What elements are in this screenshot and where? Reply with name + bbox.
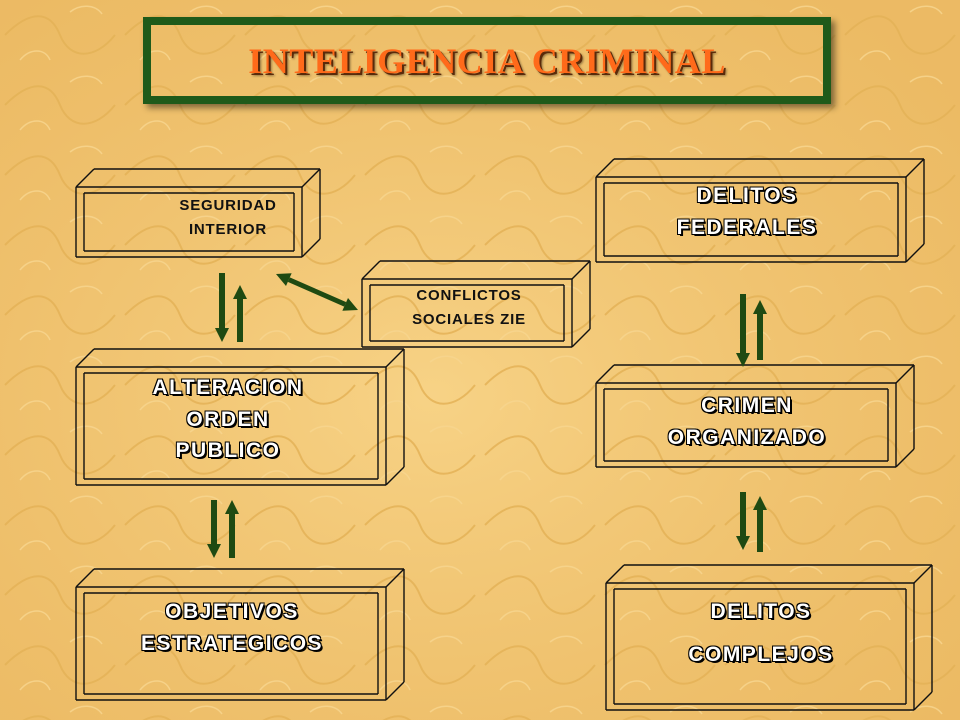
node-label-line: INTERIOR <box>188 221 268 238</box>
node-seguridad-interior: SEGURIDAD INTERIOR <box>112 194 344 242</box>
arrow-up-objetivos-alteracion <box>225 500 239 558</box>
arrow-down-seguridad-alteracion <box>215 273 229 342</box>
node-label-line: COMPLEJOS <box>688 643 834 667</box>
node-label-line: ALTERACION <box>152 376 304 399</box>
box-alteracion-orden-publico <box>75 348 405 486</box>
node-label-line: FEDERALES <box>676 215 818 239</box>
node-label-line: DELITOS <box>710 600 812 623</box>
node-delitos-complejos: DELITOS COMPLEJOS <box>634 590 888 676</box>
arrow-bidirectional-seguridad-conflictos <box>276 273 358 311</box>
node-label-line: ORGANIZADO <box>667 425 827 449</box>
arrow-down-crimen-complejos <box>736 492 750 550</box>
arrow-up-crimen-federales <box>753 300 767 360</box>
box-delitos-federales <box>595 158 925 263</box>
node-label-line: ORDEN <box>186 407 270 431</box>
node-label-line: CONFLICTOS <box>416 287 522 304</box>
node-label-line: CRIMEN <box>701 394 793 417</box>
node-label-line: OBJETIVOS <box>165 600 299 623</box>
node-crimen-organizado: CRIMEN ORGANIZADO <box>624 390 870 453</box>
box-delitos-complejos <box>605 564 933 711</box>
node-conflictos-sociales: CONFLICTOS SOCIALES ZIE <box>376 284 562 332</box>
box-objetivos-estrategicos <box>75 568 405 701</box>
arrow-down-federales-crimen <box>736 294 750 367</box>
node-label-line: DELITOS <box>696 184 798 207</box>
title-frame: INTELIGENCIA CRIMINAL <box>143 17 831 104</box>
diagram-title: INTELIGENCIA CRIMINAL <box>248 40 726 81</box>
node-label-line: SEGURIDAD <box>179 197 277 214</box>
arrow-down-alteracion-objetivos <box>207 500 221 558</box>
box-conflictos-sociales <box>361 260 591 348</box>
node-objetivos-estrategicos: OBJETIVOS ESTRATEGICOS <box>98 596 366 659</box>
node-label-line: ESTRATEGICOS <box>140 631 324 655</box>
node-label-line: SOCIALES ZIE <box>412 311 526 328</box>
node-label-line: PUBLICO <box>175 439 281 462</box>
node-delitos-federales: DELITOS FEDERALES <box>624 180 870 243</box>
connector-arrows <box>207 273 767 558</box>
arrow-up-alteracion-seguridad <box>233 285 247 342</box>
box-crimen-organizado <box>595 364 915 468</box>
arrow-up-complejos-crimen <box>753 496 767 552</box>
node-boxes <box>75 158 933 711</box>
node-alteracion-orden-publico: ALTERACION ORDEN PUBLICO <box>98 372 358 467</box>
box-seguridad-interior <box>75 168 321 258</box>
